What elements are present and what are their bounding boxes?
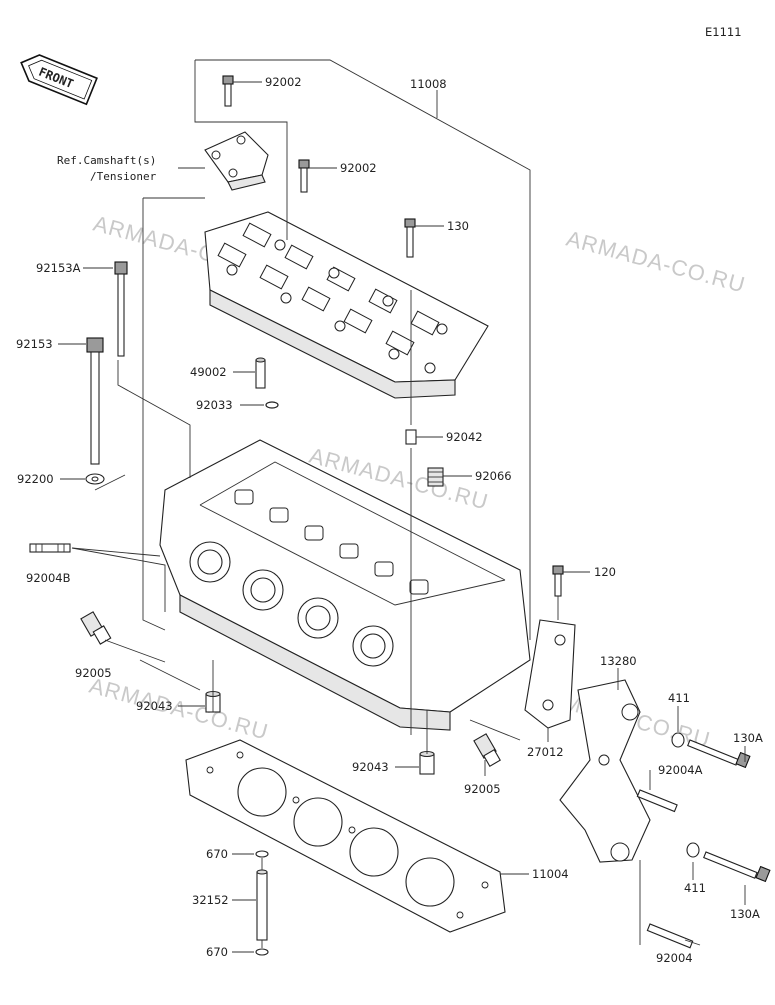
callout-92043-a: 92043: [136, 699, 173, 713]
bolt-130A-a: [687, 739, 751, 769]
callout-92004A: 92004A: [658, 763, 703, 777]
plate-27012: [524, 619, 576, 729]
tensioner-bracket: [204, 131, 269, 191]
callout-411-b: 411: [684, 881, 706, 895]
watermark-4: ARMADA-CO.RU: [87, 673, 272, 745]
callout-13280: 13280: [600, 654, 637, 668]
callout-92002-b: 92002: [340, 161, 377, 175]
stud-92004: [646, 923, 694, 949]
callout-92042: 92042: [446, 430, 483, 444]
fitting-92005-a: [80, 611, 112, 645]
callout-11008: 11008: [410, 77, 447, 91]
ref-note-line2: /Tensioner: [90, 170, 157, 183]
washer-92200: [85, 473, 105, 485]
bolt-130: [404, 218, 416, 258]
callout-92002-a: 92002: [265, 75, 302, 89]
callout-130: 130: [447, 219, 469, 233]
callout-92033: 92033: [196, 398, 233, 412]
plug-92066: [427, 467, 444, 487]
head-gasket: [185, 739, 506, 933]
callout-92004: 92004: [656, 951, 693, 965]
bracket-13280: [559, 679, 651, 863]
ref-note-line1: Ref.Camshaft(s): [57, 154, 156, 167]
callout-92004B: 92004B: [26, 571, 71, 585]
camshaft-cap-assembly: [204, 211, 489, 399]
pipe-32152: [256, 869, 268, 941]
part-49002: [255, 357, 266, 389]
callout-411-a: 411: [668, 691, 690, 705]
callout-27012: 27012: [527, 745, 564, 759]
dowel-92042: [405, 429, 417, 445]
callout-32152: 32152: [192, 893, 229, 907]
oring-670-b: [255, 948, 269, 956]
stud-92004B: [29, 543, 71, 553]
cylinder-head: [159, 439, 531, 731]
clip-92033: [265, 401, 279, 409]
callout-670-a: 670: [206, 847, 228, 861]
bolt-120: [552, 565, 564, 597]
bolt-92002-a: [222, 75, 234, 107]
dowel-92043-b: [419, 751, 435, 775]
callout-11004: 11004: [532, 867, 569, 881]
callout-670-b: 670: [206, 945, 228, 959]
ref-note: Ref.Camshaft(s) /Tensioner: [57, 154, 157, 183]
bolt-92153A: [114, 261, 128, 357]
bolt-92153: [86, 337, 104, 465]
callout-92005-a: 92005: [75, 666, 112, 680]
diagram-code: E1111: [705, 25, 742, 39]
callout-49002: 49002: [190, 365, 227, 379]
callout-120: 120: [594, 565, 616, 579]
bolt-130A-b: [703, 851, 771, 883]
watermark-2: ARMADA-CO.RU: [564, 226, 749, 298]
callout-130A-a: 130A: [733, 731, 763, 745]
stud-92004A: [636, 789, 678, 813]
callout-130A-b: 130A: [730, 907, 760, 921]
callout-92043-b: 92043: [352, 760, 389, 774]
callout-92153A: 92153A: [36, 261, 81, 275]
fitting-92005-b: [473, 733, 501, 767]
callout-labels: 11008 92002 92002 130 92153A 92153 49002…: [16, 75, 763, 965]
callout-92066: 92066: [475, 469, 512, 483]
bolt-92002-b: [298, 159, 310, 193]
front-arrow-icon: FRONT: [20, 54, 98, 106]
callout-92200: 92200: [17, 472, 54, 486]
oring-670-a: [255, 850, 269, 858]
leader-lines: [58, 59, 746, 953]
washer-411-b: [686, 842, 700, 858]
callout-92153: 92153: [16, 337, 53, 351]
washer-411-a: [671, 732, 685, 748]
callout-92005-b: 92005: [464, 782, 501, 796]
